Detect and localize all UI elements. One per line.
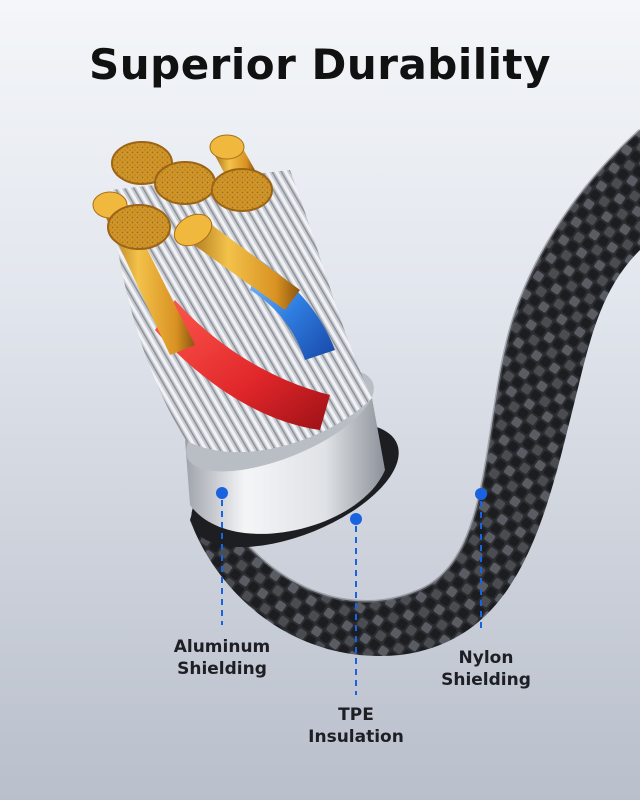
red-wire xyxy=(155,300,330,430)
nylon-label-line2: Shielding xyxy=(441,670,531,690)
tpe-label-line2: Insulation xyxy=(308,727,404,747)
nylon-braid-sleeve xyxy=(190,130,640,657)
tpe-insulation-label: TPE Insulation xyxy=(296,704,416,748)
page-title: Superior Durability xyxy=(88,40,552,89)
nylon-label-line1: Nylon xyxy=(458,648,514,668)
aluminum-shielding-label: Aluminum Shielding xyxy=(162,636,282,680)
aluminum-label-line1: Aluminum xyxy=(173,637,271,657)
tpe-label-line1: TPE xyxy=(338,705,374,725)
conductor-tip xyxy=(211,168,273,212)
tpe-callout-marker xyxy=(350,513,362,695)
gold-conductor xyxy=(180,220,300,310)
aluminum-label-line2: Shielding xyxy=(177,659,267,679)
nylon-callout-marker xyxy=(475,488,487,630)
nylon-shielding-label: Nylon Shielding xyxy=(426,647,546,691)
aluminum-callout-marker xyxy=(216,487,228,625)
conductor-tip xyxy=(107,204,171,250)
conductor-tip xyxy=(154,161,216,205)
